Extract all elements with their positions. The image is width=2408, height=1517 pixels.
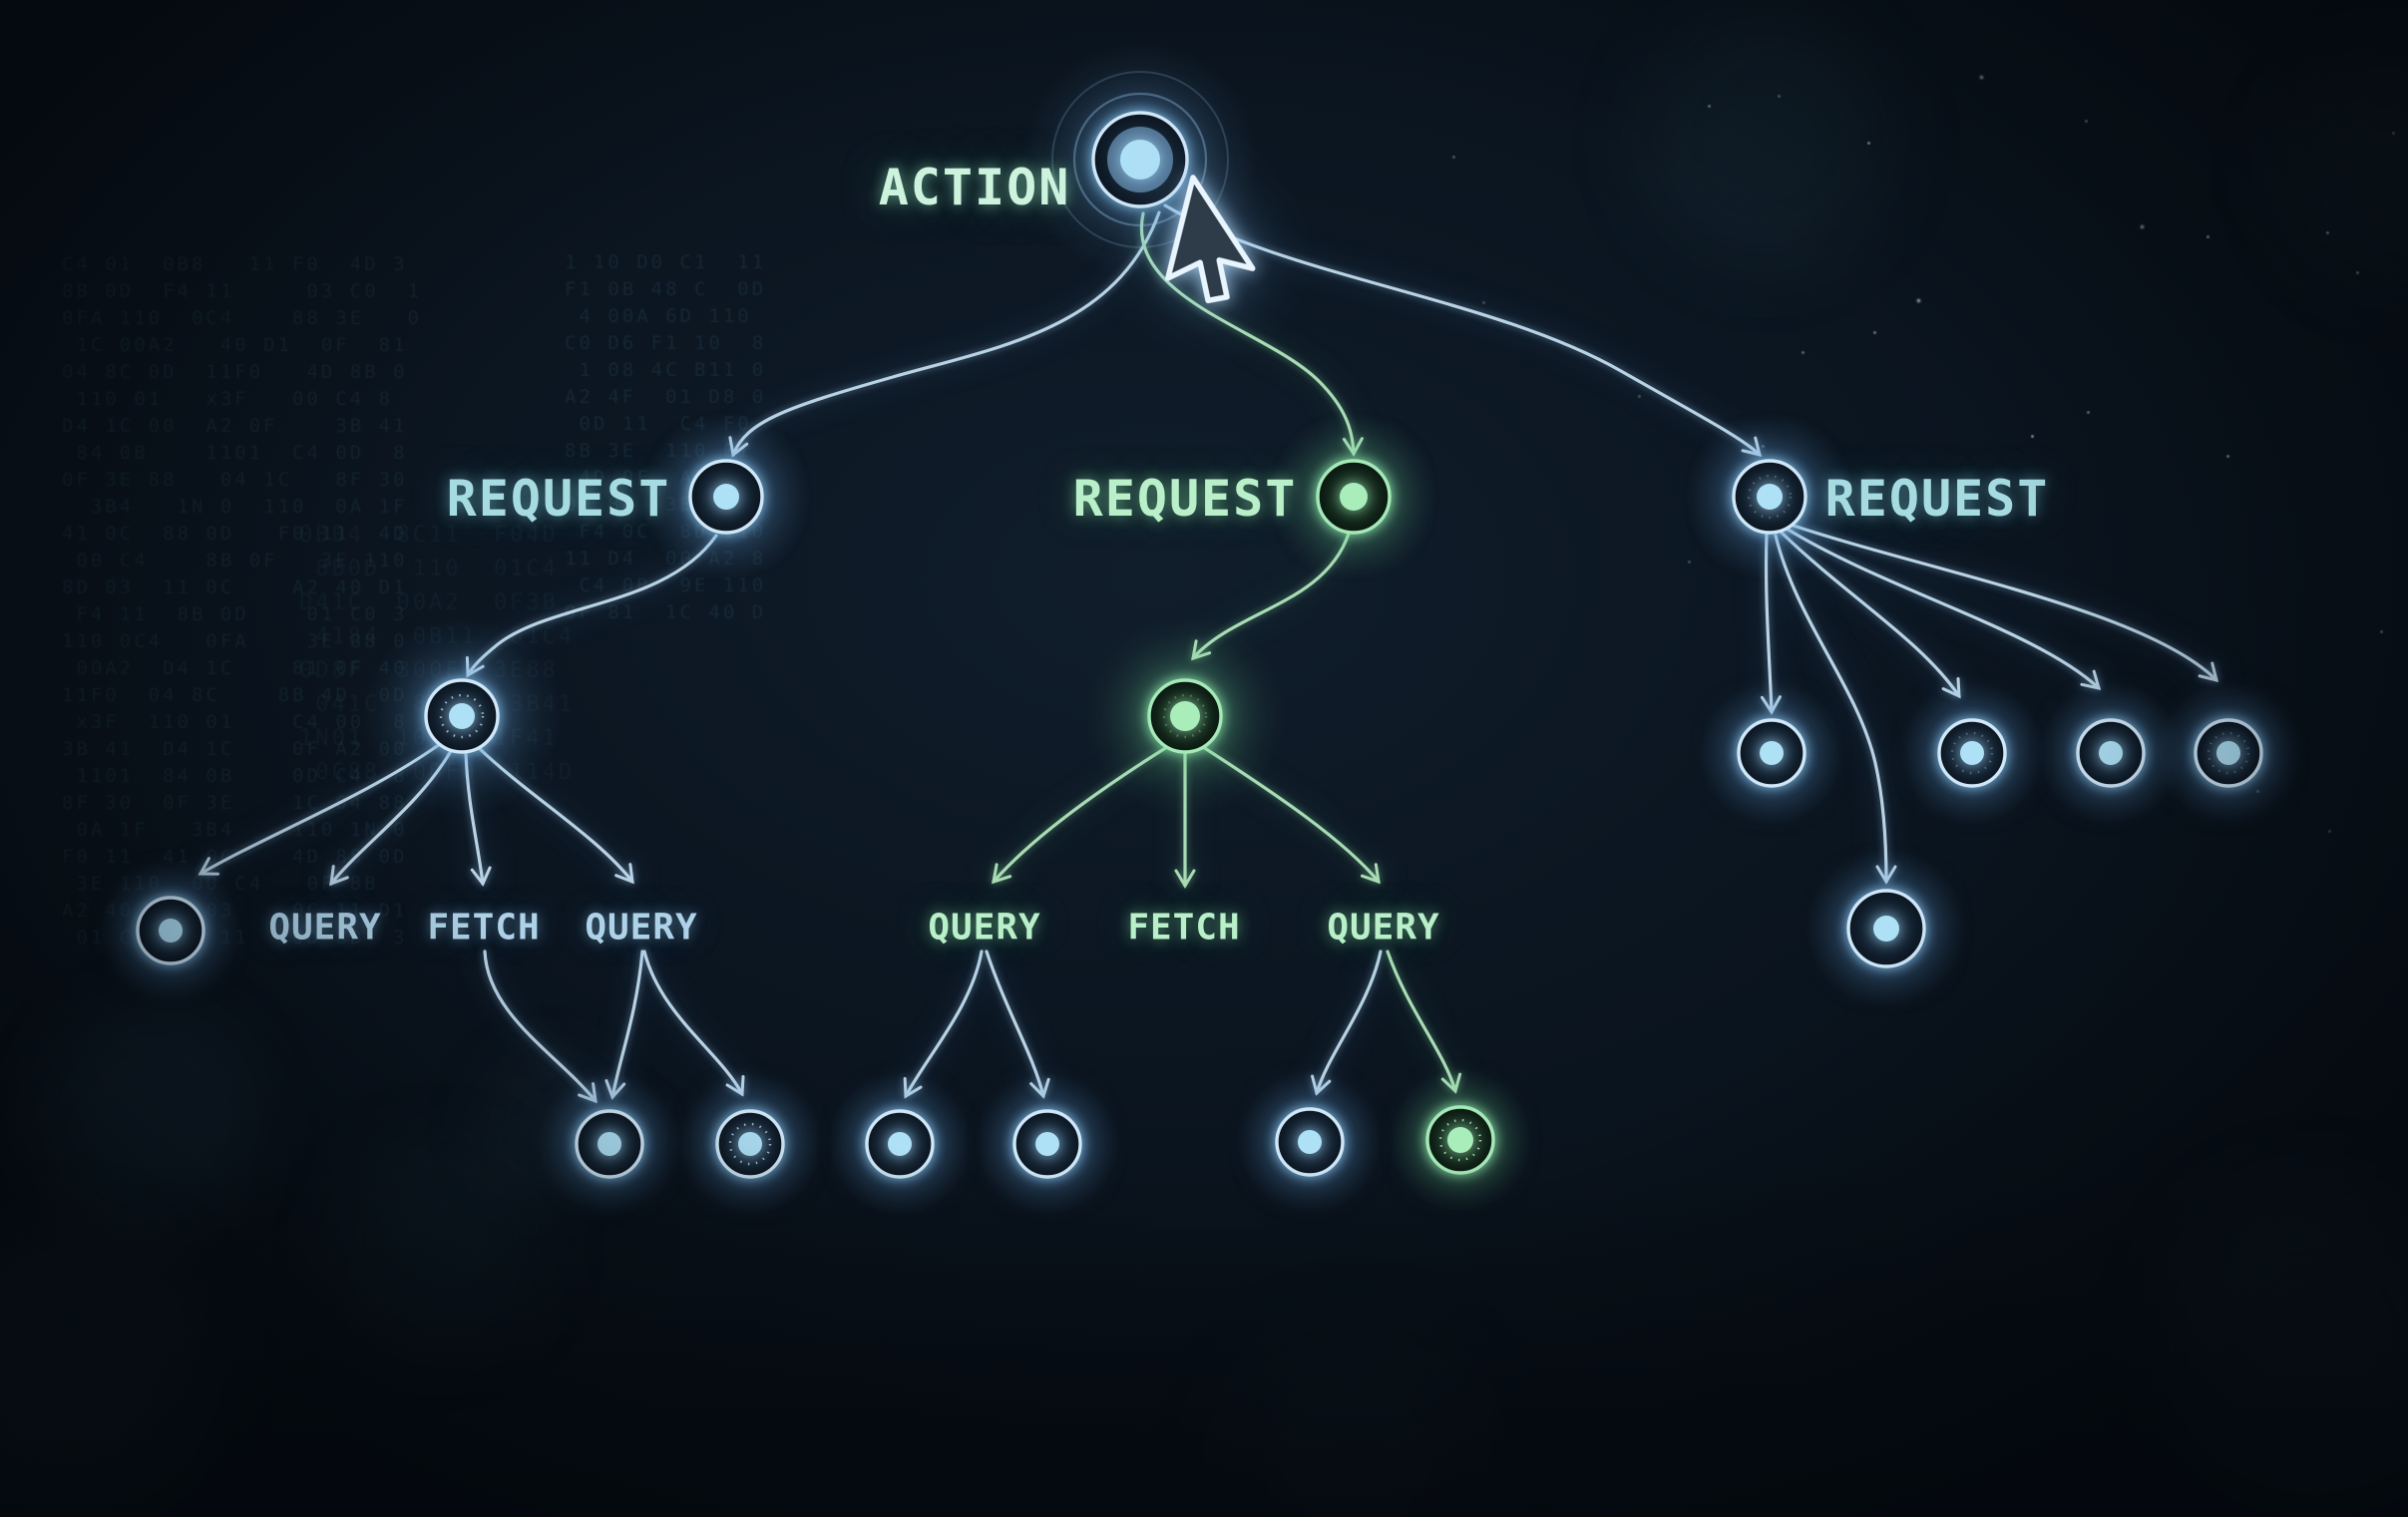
edge-mid-child-to-query-1 <box>992 745 1169 885</box>
node-left-child[interactable] <box>362 616 562 816</box>
edge-mid-child-to-query-2 <box>1201 745 1381 885</box>
edge-request-left-to-child <box>465 534 718 678</box>
edge-mid-query2-to-leaf-d1 <box>1311 949 1383 1096</box>
node-leaf-d2[interactable] <box>1389 1068 1532 1212</box>
edge-query2-to-leaf-b2 <box>642 949 745 1097</box>
node-request-middle[interactable] <box>1269 412 1438 581</box>
edge-mid-query2-to-leaf-d2 <box>1386 949 1462 1094</box>
edge-action-to-request-left <box>728 210 1161 458</box>
edge-request-right-to-leaf-f <box>1774 534 1897 885</box>
node-leaf-b2[interactable] <box>678 1072 822 1216</box>
edge-child-to-query-1 <box>329 749 453 887</box>
edge-mid-query1-to-leaf-c1 <box>903 949 984 1099</box>
node-leaf-c2[interactable] <box>976 1072 1119 1216</box>
node-leaf-e2[interactable] <box>1900 681 2044 825</box>
edge-fetch-to-leaf-b1 <box>483 949 598 1104</box>
edge-request-right-to-leaf-e4 <box>1789 523 2219 683</box>
node-leaf-b1[interactable] <box>538 1072 681 1216</box>
edge-request-middle-to-child <box>1191 532 1351 661</box>
node-request-right[interactable] <box>1685 412 1854 581</box>
edge-action-to-request-right <box>1163 203 1763 458</box>
edge-child-to-fetch <box>464 751 492 887</box>
edge-child-to-query-2 <box>476 745 634 885</box>
node-leaf-c1[interactable] <box>828 1072 972 1216</box>
edge-query2-to-leaf-b1 <box>604 949 644 1100</box>
edge-mid-query1-to-leaf-c2 <box>985 949 1050 1099</box>
edges <box>198 203 2219 1104</box>
cursor-icon <box>1165 175 1256 304</box>
edge-request-right-to-leaf-e1 <box>1760 533 1782 715</box>
node-leaf-e3[interactable] <box>2039 681 2183 825</box>
node-leaf-a[interactable] <box>99 859 242 1002</box>
node-leaf-d1[interactable] <box>1238 1070 1382 1214</box>
node-request-left[interactable] <box>641 412 811 581</box>
edge-request-right-to-leaf-e2 <box>1780 531 1961 699</box>
node-leaf-e4[interactable] <box>2157 681 2300 825</box>
